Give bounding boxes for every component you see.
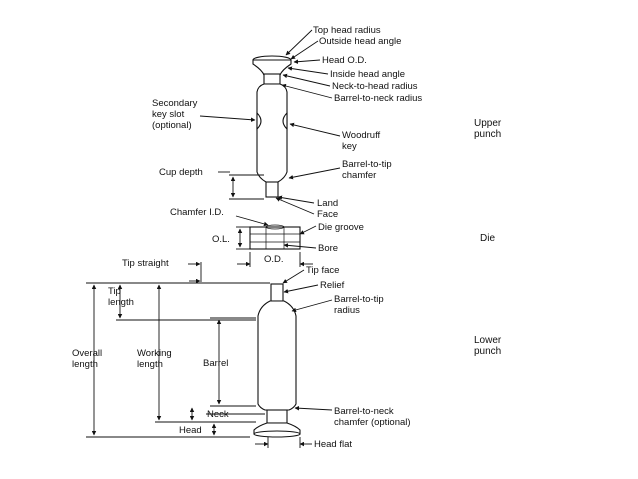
label-working-length-2: length bbox=[137, 359, 163, 370]
label-barrel-to-neck-radius: Barrel-to-neck radius bbox=[334, 93, 422, 104]
upper-barrel bbox=[256, 83, 288, 183]
die-top-chamfer bbox=[265, 224, 285, 230]
label-barrel-to-neck-chamfer-1: Barrel-to-neck bbox=[334, 406, 394, 417]
lower-tip bbox=[270, 283, 284, 302]
label-barrel-to-tip-radius-1: Barrel-to-tip bbox=[334, 294, 384, 305]
label-neck: Neck bbox=[207, 409, 229, 420]
label-secondary-key-slot-2: key slot bbox=[152, 109, 185, 120]
die-leaders bbox=[235, 215, 317, 267]
label-bore: Bore bbox=[318, 243, 338, 254]
die-labels: Chamfer I.D. Die groove O.L. Bore O.D. D… bbox=[170, 207, 495, 265]
upper-head bbox=[252, 59, 292, 76]
label-working-length-1: Working bbox=[137, 348, 172, 359]
label-outside-head-angle: Outside head angle bbox=[319, 36, 401, 47]
label-woodruff-key-2: key bbox=[342, 141, 357, 152]
section-die: Die bbox=[480, 233, 495, 244]
label-tip-straight: Tip straight bbox=[122, 258, 169, 269]
woodruff-key-shape bbox=[282, 111, 288, 131]
lower-head-flat bbox=[253, 430, 301, 438]
label-head-od: Head O.D. bbox=[322, 55, 367, 66]
label-barrel-to-tip-chamfer-2: chamfer bbox=[342, 170, 376, 181]
upper-punch-labels: Top head radius Outside head angle Head … bbox=[152, 25, 502, 220]
label-tip-length-1: Tip bbox=[108, 286, 121, 297]
label-inside-head-angle: Inside head angle bbox=[330, 69, 405, 80]
label-barrel-to-tip-chamfer-1: Barrel-to-tip bbox=[342, 159, 392, 170]
label-head: Head bbox=[179, 425, 202, 436]
label-overall-length-2: length bbox=[72, 359, 98, 370]
label-cup-depth: Cup depth bbox=[159, 167, 203, 178]
section-upper-punch-2: punch bbox=[474, 129, 501, 140]
label-die-groove: Die groove bbox=[318, 222, 364, 233]
label-tip-face: Tip face bbox=[306, 265, 339, 276]
label-face: Face bbox=[317, 209, 338, 220]
label-relief: Relief bbox=[320, 280, 345, 291]
label-secondary-key-slot-3: (optional) bbox=[152, 120, 192, 131]
label-tip-length-2: length bbox=[108, 297, 134, 308]
lower-punch-leaders bbox=[86, 261, 333, 448]
section-upper-punch-1: Upper bbox=[474, 118, 502, 129]
section-lower-punch-1: Lower bbox=[474, 335, 502, 346]
upper-tip bbox=[265, 181, 279, 198]
label-land: Land bbox=[317, 198, 338, 209]
label-barrel: Barrel bbox=[203, 358, 228, 369]
label-ol: O.L. bbox=[212, 234, 230, 245]
secondary-key-slot-shape bbox=[256, 111, 262, 131]
section-lower-punch-2: punch bbox=[474, 346, 501, 357]
upper-punch-leaders bbox=[199, 29, 341, 215]
label-chamfer-id: Chamfer I.D. bbox=[170, 207, 224, 218]
label-top-head-radius: Top head radius bbox=[313, 25, 381, 36]
label-od: O.D. bbox=[264, 254, 284, 265]
lower-barrel bbox=[257, 300, 297, 411]
label-barrel-to-neck-chamfer-2: chamfer (optional) bbox=[334, 417, 411, 428]
label-barrel-to-tip-radius-2: radius bbox=[334, 305, 360, 316]
label-secondary-key-slot-1: Secondary bbox=[152, 98, 198, 109]
label-overall-length-1: Overall bbox=[72, 348, 102, 359]
label-neck-to-head-radius: Neck-to-head radius bbox=[332, 81, 418, 92]
label-woodruff-key-1: Woodruff bbox=[342, 130, 381, 141]
label-head-flat: Head flat bbox=[314, 439, 352, 450]
upper-punch bbox=[252, 55, 292, 198]
lower-neck bbox=[266, 409, 288, 424]
lower-punch-labels: Tip straight Tip face Tip length Relief … bbox=[72, 258, 502, 450]
upper-neck bbox=[263, 73, 281, 85]
